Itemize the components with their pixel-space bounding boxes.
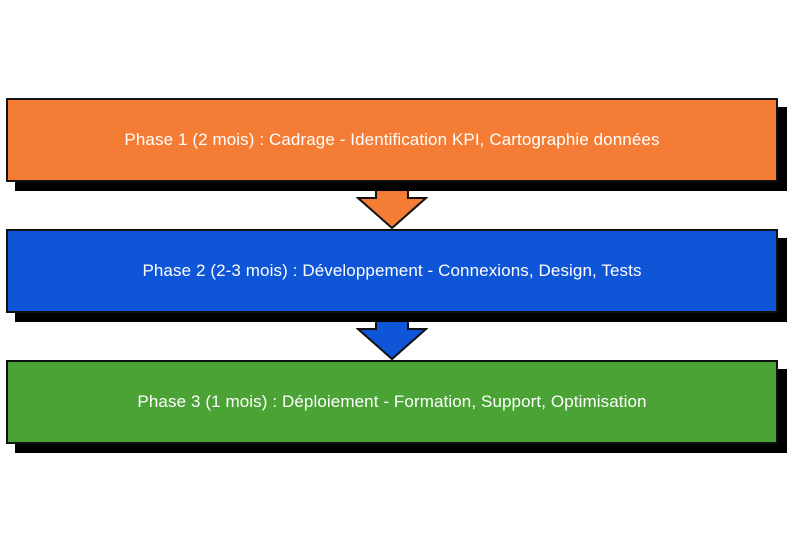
phase-1-label: Phase 1 (2 mois) : Cadrage - Identificat… <box>124 130 660 149</box>
phase-1-box: Phase 1 (2 mois) : Cadrage - Identificat… <box>6 98 778 182</box>
phase-2-box: Phase 2 (2-3 mois) : Développement - Con… <box>6 229 778 313</box>
down-arrow-icon <box>356 180 428 230</box>
down-arrow-icon <box>356 311 428 361</box>
phase-3-box: Phase 3 (1 mois) : Déploiement - Formati… <box>6 360 778 444</box>
phase-2-label: Phase 2 (2-3 mois) : Développement - Con… <box>142 261 642 280</box>
phase-3-label: Phase 3 (1 mois) : Déploiement - Formati… <box>137 392 647 411</box>
